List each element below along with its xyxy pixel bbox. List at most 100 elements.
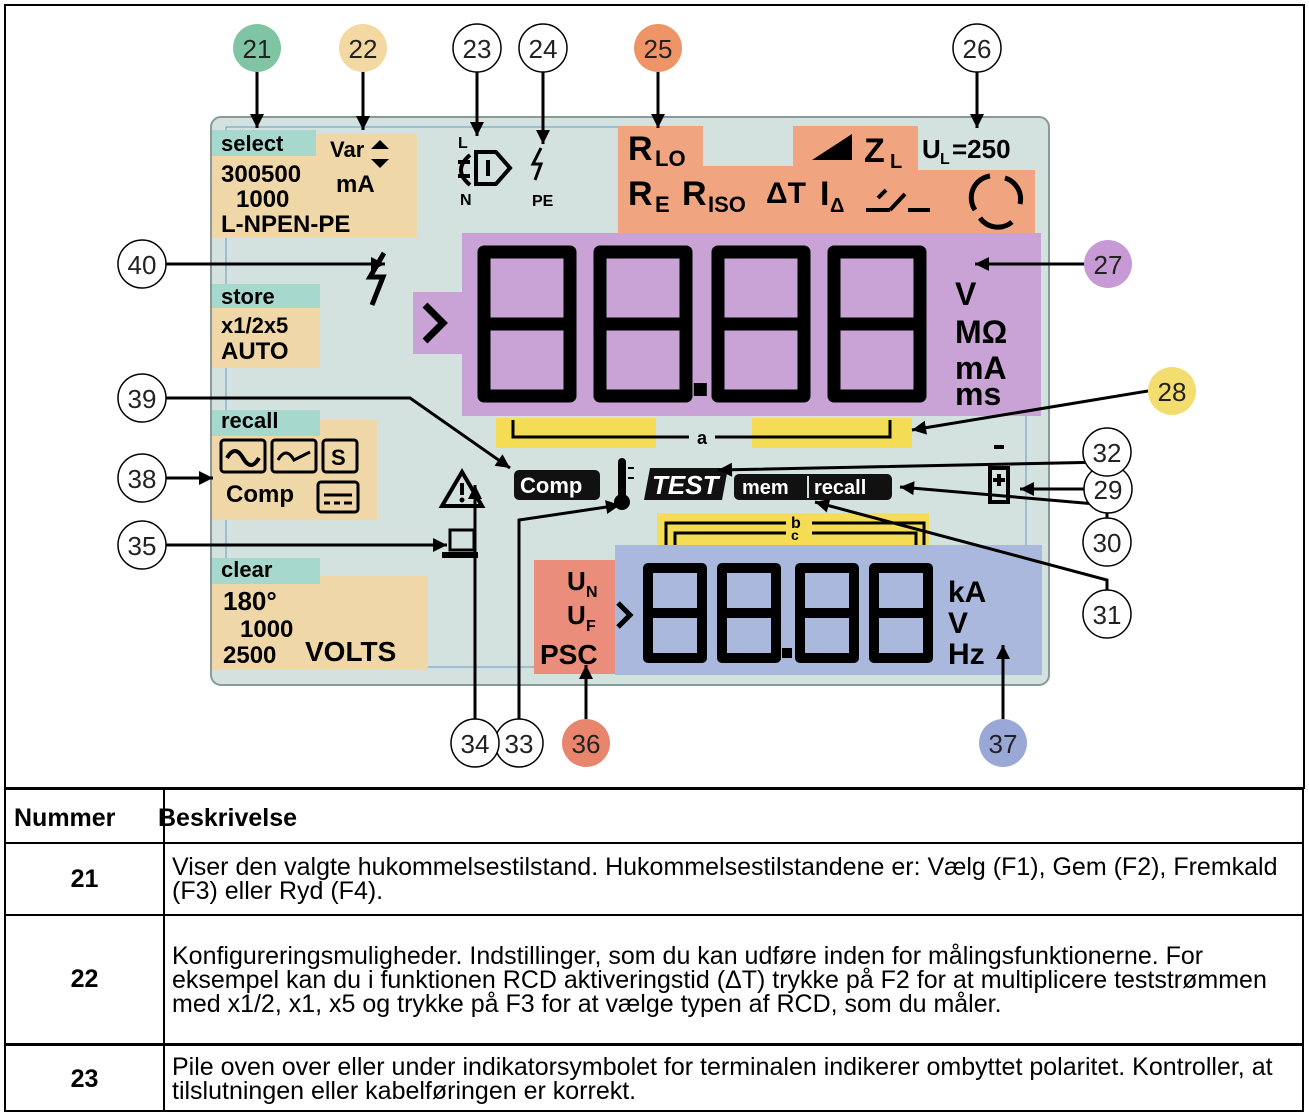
mem-recall-badge-bg — [734, 474, 892, 500]
lcd-diagram: select Var 300500 mA 1000 L-NPEN-PE L N … — [4, 4, 1305, 789]
callout-38: 38 — [117, 453, 167, 503]
callout-39: 39 — [117, 373, 167, 423]
seven-segment-digit — [643, 563, 707, 663]
arrowhead — [900, 481, 915, 496]
s-type-box — [321, 438, 359, 474]
arrowhead — [718, 462, 733, 477]
test-badge-bg — [644, 468, 728, 500]
svg-text:40: 40 — [128, 250, 157, 280]
callout-32: 32 — [1082, 427, 1132, 477]
uf-main: U — [567, 600, 586, 630]
ul-sub: L — [940, 151, 950, 168]
clear-tab — [212, 558, 320, 584]
r-e-main: R — [628, 175, 653, 213]
row-number: 22 — [70, 965, 99, 993]
function-block-cut — [703, 126, 793, 166]
arrowhead — [494, 454, 510, 468]
callout-33: 33 — [494, 718, 544, 768]
bargraph-b-label: b — [791, 515, 801, 532]
seven-segment-digit — [869, 563, 933, 663]
callout-31: 31 — [1082, 589, 1132, 639]
z-main: Z — [864, 132, 885, 170]
svg-text:26: 26 — [963, 34, 992, 64]
ul-box-bg — [918, 126, 1035, 170]
svg-text:31: 31 — [1093, 600, 1122, 630]
arrowhead — [371, 257, 385, 271]
column-divider — [163, 790, 165, 1110]
r-iso-sub: ISO — [708, 192, 746, 217]
callout-29: 29 — [1083, 464, 1133, 514]
recall-badge: recall — [814, 477, 866, 499]
plug-icon — [458, 150, 513, 187]
arrowhead — [536, 130, 550, 144]
un-main: U — [567, 566, 586, 596]
arrowhead — [470, 122, 484, 136]
callout-40: 40 — [117, 239, 167, 289]
arrowhead — [912, 420, 927, 435]
seven-segment-digit — [711, 245, 811, 403]
callout-30: 30 — [1082, 517, 1132, 567]
arrowhead — [651, 114, 665, 128]
r-iso-main: R — [682, 175, 707, 213]
arrowhead — [975, 257, 989, 271]
store-tab — [212, 284, 320, 308]
unit-mohm: MΩ — [955, 314, 1007, 350]
s-type-label: S — [331, 445, 346, 470]
select-1000: 1000 — [236, 186, 289, 213]
r-e-sub: E — [655, 192, 670, 217]
svg-text:25: 25 — [644, 34, 673, 64]
seven-segment-digit — [477, 245, 577, 403]
recall-tab — [212, 410, 320, 436]
row-description: Viser den valgte hukommelsestilstand. Hu… — [172, 853, 1278, 905]
unit-v: V — [955, 276, 977, 312]
store-label: store — [221, 284, 275, 309]
table-row: 23 Pile oven over eller under indikators… — [6, 1043, 1302, 1112]
row-description: Konfigureringsmuligheder. Indstillinger,… — [172, 941, 1267, 1018]
var-label: Var — [330, 137, 365, 162]
select-lnpen: L-NPEN-PE — [221, 211, 350, 238]
ul-main: U — [922, 134, 941, 164]
arrowhead — [1020, 482, 1034, 496]
battery-icon — [988, 445, 1010, 504]
clear-block — [212, 576, 428, 670]
seven-segment-digit — [827, 245, 927, 403]
clear-2500: 2500 — [223, 642, 276, 669]
psc-label: PSC — [540, 639, 598, 670]
comp-label: Comp — [226, 481, 294, 508]
bargraph-c-label: c — [791, 527, 799, 543]
ul-value: =250 — [952, 134, 1011, 164]
unit-ka: kA — [948, 576, 986, 609]
header-description: Beskrivelse — [158, 804, 298, 832]
unit-ma: mA — [955, 350, 1007, 386]
secondary-digits — [643, 563, 933, 663]
rotate-icon — [968, 173, 1024, 230]
callout-35: 35 — [117, 520, 167, 570]
select-ma: mA — [336, 171, 375, 198]
uf-sub: F — [586, 618, 596, 635]
callout-22: 22 — [339, 24, 387, 72]
clear-volts: VOLTS — [305, 636, 396, 667]
unit-v-secondary: V — [948, 607, 968, 640]
svg-text:39: 39 — [128, 384, 157, 414]
callout-28: 28 — [1148, 367, 1196, 415]
bargraph-a-bracket — [511, 420, 892, 439]
main-digits — [477, 245, 927, 403]
arrowhead — [970, 114, 984, 128]
arrowhead — [605, 500, 620, 514]
callout-34: 34 — [450, 718, 500, 768]
mem-badge: mem — [742, 477, 789, 499]
callout-36: 36 — [562, 719, 610, 767]
svg-text:21: 21 — [243, 34, 272, 64]
test-badge: TEST — [652, 470, 721, 500]
table-header: Nummer Beskrivelse — [6, 790, 1302, 846]
svg-text:34: 34 — [461, 729, 490, 759]
seven-segment-digit — [717, 563, 792, 663]
unit-hz: Hz — [948, 638, 985, 671]
svg-text:23: 23 — [463, 34, 492, 64]
pe-label: PE — [532, 193, 554, 210]
arrowhead — [468, 485, 482, 499]
seven-segment-digit — [593, 245, 707, 403]
updown-arrow-icon — [371, 140, 389, 168]
arrowhead — [579, 665, 593, 679]
